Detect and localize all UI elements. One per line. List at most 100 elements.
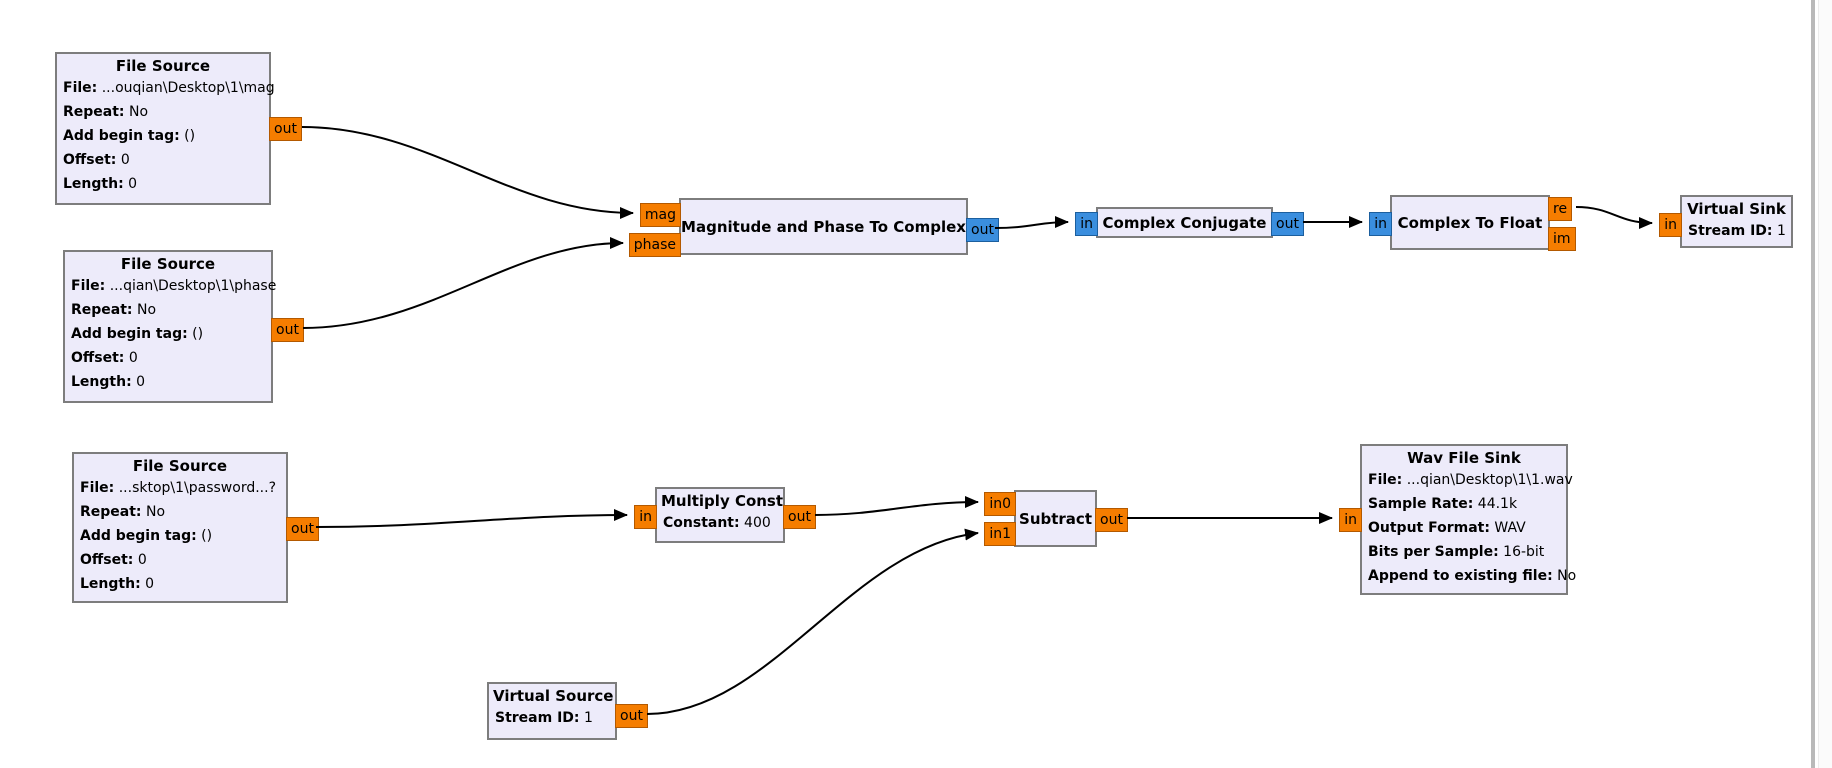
param-value: ...sktop\1\password...? (118, 480, 276, 496)
port-im[interactable]: im (1548, 227, 1576, 251)
param-stream-id: Stream ID: 1 (489, 706, 615, 730)
block-virtual-source[interactable]: Virtual Source Stream ID: 1 out (487, 682, 648, 740)
block-file-source-password[interactable]: File Source File: ...sktop\1\password...… (72, 452, 319, 603)
block-title: File Source (132, 457, 228, 475)
port-in[interactable]: in (1369, 212, 1392, 236)
port-out[interactable]: out (615, 704, 648, 728)
wire-multiply-to-subtract-in0[interactable] (814, 496, 979, 516)
param-key: Repeat: (80, 504, 142, 520)
param-key: File: (71, 278, 106, 294)
block-complex-to-float[interactable]: Complex To Float in re im (1369, 195, 1576, 251)
param-value: 1 (1776, 223, 1786, 239)
param-add-begin-tag: Add begin tag: () (57, 124, 269, 148)
port-out[interactable]: out (271, 318, 304, 342)
param-value: 0 (136, 374, 146, 390)
param-key: Append to existing file: (1368, 568, 1553, 584)
param-output-format: Output Format: WAV (1362, 516, 1566, 540)
param-key: Repeat: (63, 104, 125, 120)
param-offset: Offset: 0 (57, 148, 269, 172)
port-in[interactable]: in (1659, 213, 1682, 237)
param-key: Sample Rate: (1368, 496, 1474, 512)
param-value: 16-bit (1503, 544, 1545, 560)
param-key: Add begin tag: (63, 128, 180, 144)
param-file: File: ...qian\Desktop\1\1.wav (1362, 468, 1573, 492)
param-key: Add begin tag: (80, 528, 197, 544)
block-title: Complex Conjugate (1102, 213, 1267, 232)
param-value: 1 (583, 710, 593, 726)
port-re[interactable]: re (1548, 197, 1573, 221)
port-out[interactable]: out (783, 505, 816, 529)
block-params: File: ...qian\Desktop\1\1.wav Sample Rat… (1362, 468, 1576, 590)
wire-re-to-virtualsink[interactable] (1575, 206, 1653, 229)
param-value: ...qian\Desktop\1\phase (109, 278, 277, 294)
wire-virtualsource-to-subtract-in1[interactable] (646, 528, 979, 715)
block-params: Stream ID: 1 (489, 706, 615, 732)
param-value: () (184, 128, 196, 144)
block-title: Subtract (1019, 509, 1092, 528)
param-key: Bits per Sample: (1368, 544, 1499, 560)
param-value: 0 (120, 152, 130, 168)
vertical-scrollbar-track[interactable] (1818, 0, 1832, 768)
block-complex-conjugate[interactable]: Complex Conjugate in out (1075, 207, 1304, 238)
param-bits-per-sample: Bits per Sample: 16-bit (1362, 540, 1566, 564)
scrollbar-gap (1815, 0, 1818, 768)
block-params: Stream ID: 1 (1682, 219, 1791, 245)
block-title: File Source (115, 57, 211, 75)
block-virtual-sink[interactable]: Virtual Sink Stream ID: 1 in (1659, 195, 1793, 248)
param-length: Length: 0 (74, 572, 286, 596)
param-append: Append to existing file: No (1362, 564, 1576, 588)
param-key: Repeat: (71, 302, 133, 318)
port-in0[interactable]: in0 (984, 492, 1016, 516)
param-value: () (192, 326, 204, 342)
param-length: Length: 0 (57, 172, 269, 196)
param-value: () (201, 528, 213, 544)
block-file-source-phase[interactable]: File Source File: ...qian\Desktop\1\phas… (63, 250, 304, 403)
param-value: 0 (128, 350, 138, 366)
param-key: Stream ID: (495, 710, 580, 726)
port-in1[interactable]: in1 (984, 522, 1016, 546)
port-in[interactable]: in (1339, 508, 1362, 532)
wire-magphase-to-conjugate[interactable] (994, 216, 1069, 229)
port-out[interactable]: out (1271, 212, 1304, 236)
block-title: File Source (120, 255, 216, 273)
block-wav-file-sink[interactable]: Wav File Sink File: ...qian\Desktop\1\1.… (1339, 444, 1576, 595)
block-title: Wav File Sink (1407, 449, 1521, 467)
block-mag-phase-to-complex[interactable]: Magnitude and Phase To Complex mag phase… (628, 198, 999, 257)
port-mag[interactable]: mag (639, 203, 681, 227)
param-sample-rate: Sample Rate: 44.1k (1362, 492, 1566, 516)
vertical-scrollbar-thumb[interactable] (1811, 0, 1815, 768)
wire-filesource-mag-to-magport[interactable] (301, 126, 634, 219)
block-title: Magnitude and Phase To Complex (681, 217, 966, 236)
block-title: Complex To Float (1397, 213, 1543, 232)
block-multiply-const[interactable]: Multiply Const Constant: 400 in out (634, 487, 816, 543)
port-phase[interactable]: phase (628, 233, 681, 257)
port-out[interactable]: out (286, 517, 319, 541)
port-in[interactable]: in (634, 505, 657, 529)
block-subtract[interactable]: Subtract in0 in1 out (984, 490, 1128, 547)
param-key: Length: (63, 176, 124, 192)
param-value: No (145, 504, 166, 520)
param-key: Output Format: (1368, 520, 1490, 536)
param-repeat: Repeat: No (65, 298, 271, 322)
param-repeat: Repeat: No (74, 500, 286, 524)
param-value: 0 (128, 176, 138, 192)
block-params: File: ...qian\Desktop\1\phase Repeat: No… (65, 274, 276, 396)
port-out[interactable]: out (966, 218, 999, 242)
block-file-source-mag[interactable]: File Source File: ...ouqian\Desktop\1\ma… (55, 52, 302, 205)
param-value: ...ouqian\Desktop\1\mag (101, 80, 275, 96)
block-title: Virtual Source (493, 687, 614, 705)
param-file: File: ...ouqian\Desktop\1\mag (57, 76, 275, 100)
port-out[interactable]: out (1095, 508, 1128, 532)
port-out[interactable]: out (269, 117, 302, 141)
port-in[interactable]: in (1075, 212, 1098, 236)
block-title: Virtual Sink (1687, 200, 1786, 218)
param-value: No (1557, 568, 1577, 584)
param-key: Offset: (71, 350, 125, 366)
wire-filesource-password-to-multiply[interactable] (315, 509, 628, 528)
block-params: File: ...sktop\1\password...? Repeat: No… (74, 476, 286, 598)
param-length: Length: 0 (65, 370, 271, 394)
wire-filesource-phase-to-phaseport[interactable] (302, 237, 624, 329)
param-key: Length: (71, 374, 132, 390)
param-key: Stream ID: (1688, 223, 1773, 239)
